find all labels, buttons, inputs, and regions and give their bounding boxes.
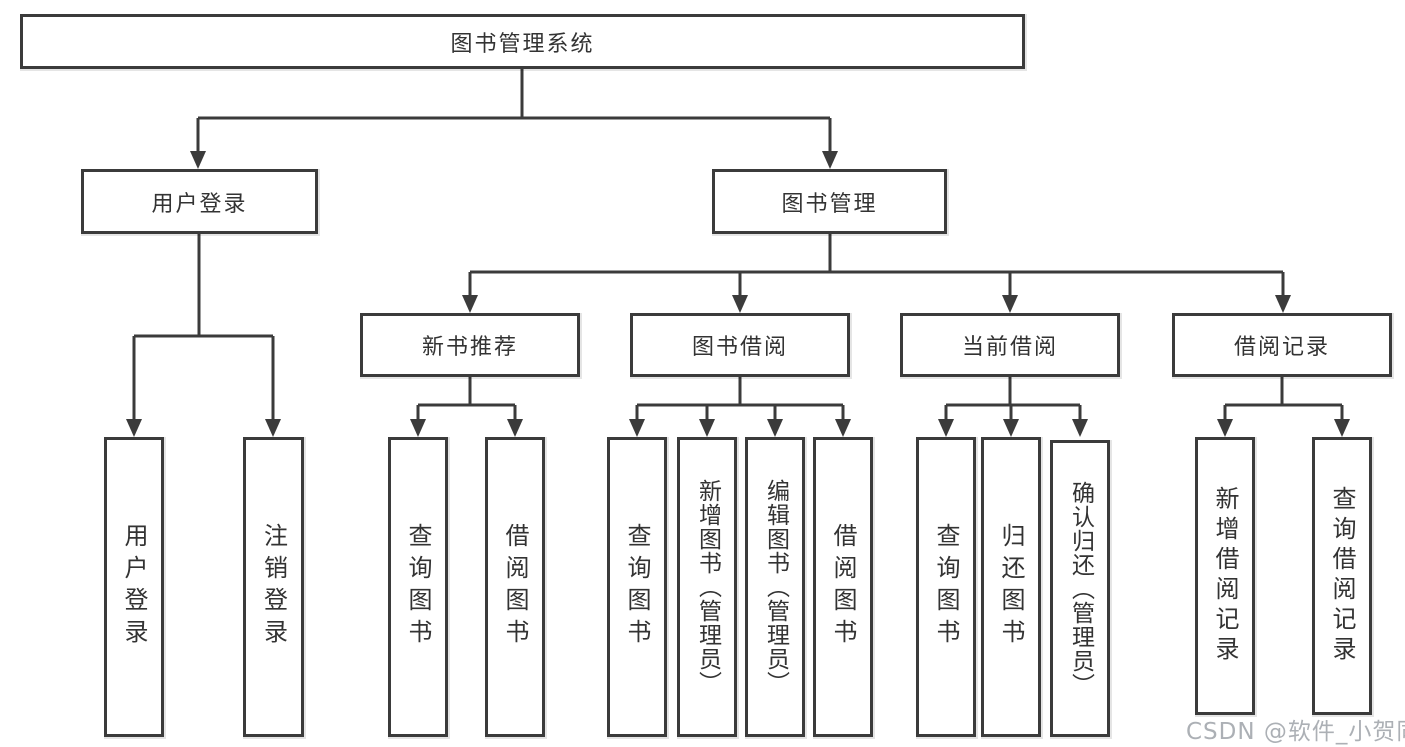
leaf-user-login: 用户登录 bbox=[104, 437, 164, 737]
node-user-login-label: 用户登录 bbox=[151, 191, 248, 217]
node-current-borrow: 当前借阅 bbox=[900, 313, 1120, 377]
node-book-management: 图书管理 bbox=[712, 169, 947, 234]
connector-new-book bbox=[418, 377, 515, 407]
leaf-logout: 注销登录 bbox=[243, 437, 304, 737]
leaf-confirm-return-admin: 确认归还（管理员） bbox=[1050, 440, 1110, 737]
leaf-edit-book-admin: 编辑图书（管理员） bbox=[745, 437, 805, 737]
connector-root bbox=[198, 69, 830, 120]
node-root-system: 图书管理系统 bbox=[20, 14, 1025, 69]
leaf-borrow-book: 借阅图书 bbox=[813, 437, 873, 737]
connector-book-management bbox=[470, 234, 1283, 274]
connector-borrow-records bbox=[1225, 377, 1342, 407]
node-user-login: 用户登录 bbox=[81, 169, 318, 234]
connector-current-borrow bbox=[946, 377, 1080, 407]
leaf-add-borrow-record: 新增借阅记录 bbox=[1195, 437, 1255, 715]
leaf-query-borrow-record: 查询借阅记录 bbox=[1312, 437, 1372, 715]
node-root-label: 图书管理系统 bbox=[450, 31, 595, 57]
leaf-return-book: 归还图书 bbox=[981, 437, 1041, 737]
node-book-borrow: 图书借阅 bbox=[630, 313, 850, 377]
connector-user-login bbox=[134, 234, 273, 338]
leaf-query-books-recommend: 查询图书 bbox=[388, 437, 448, 737]
leaf-query-books-current: 查询图书 bbox=[916, 437, 976, 737]
node-book-management-label: 图书管理 bbox=[781, 191, 878, 217]
csdn-watermark: CSDN @软件_小贺同学 bbox=[1186, 719, 1405, 745]
node-new-book-recommend: 新书推荐 bbox=[360, 313, 580, 377]
leaf-query-books-borrow: 查询图书 bbox=[607, 437, 667, 737]
connector-book-borrow bbox=[637, 377, 843, 407]
node-borrow-records: 借阅记录 bbox=[1172, 313, 1392, 377]
leaf-add-book-admin: 新增图书（管理员） bbox=[677, 437, 737, 737]
leaf-borrow-books-recommend: 借阅图书 bbox=[485, 437, 545, 737]
